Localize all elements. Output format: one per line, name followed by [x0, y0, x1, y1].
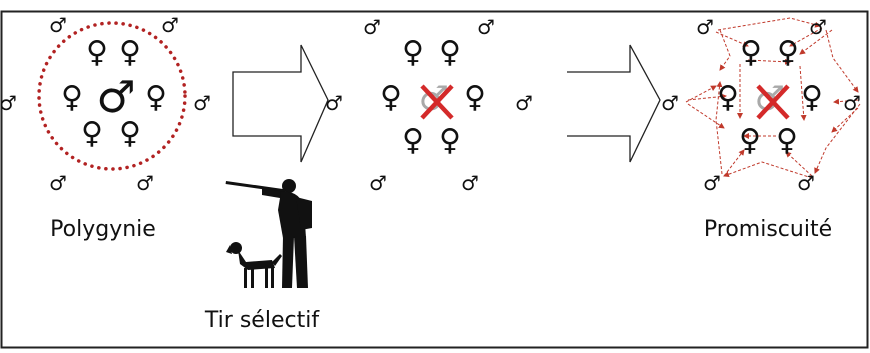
male-symbol: ♂	[49, 13, 67, 37]
male-symbol: ♂	[809, 15, 827, 39]
male-symbol: ♂	[461, 171, 479, 195]
male-symbol: ♂	[136, 171, 154, 195]
male-symbol: ♂	[363, 15, 381, 39]
transition-arrow-2	[567, 44, 661, 163]
male-symbol: ♂	[477, 15, 495, 39]
hunter-with-rifle-icon	[225, 179, 312, 288]
red-cross-line	[756, 84, 790, 120]
male-symbol: ♂	[696, 15, 714, 39]
female-symbol: ♀	[439, 123, 461, 158]
diagram-frame	[0, 10, 869, 349]
male-symbol: ♂	[161, 13, 179, 37]
female-symbol: ♀	[61, 80, 83, 115]
female-symbol: ♀	[86, 35, 108, 70]
female-symbol: ♀	[740, 35, 762, 70]
male-symbol: ♂	[843, 91, 861, 115]
mating-arrows	[685, 17, 861, 179]
label-polygynie: Polygynie	[50, 217, 156, 242]
male-symbol: ♂	[703, 171, 721, 195]
male-symbol: ♂	[369, 171, 387, 195]
male-symbol: ♂	[0, 91, 17, 115]
female-symbol: ♀	[402, 35, 424, 70]
female-symbol: ♀	[776, 123, 798, 158]
female-symbol: ♀	[380, 80, 402, 115]
male-symbol: ♂	[193, 91, 211, 115]
female-symbol: ♀	[402, 123, 424, 158]
female-symbol: ♀	[464, 80, 486, 115]
panel-polygyny: ♂ ♂ ♂ ♂ ♂ ♂ ♀ ♀ ♀ ♀ ♀ ♀ ♂ Polygynie	[0, 13, 211, 242]
female-symbol: ♀	[717, 80, 739, 115]
female-symbol: ♀	[119, 35, 141, 70]
male-symbol: ♂	[515, 91, 533, 115]
transition-arrow-1	[232, 44, 329, 163]
female-symbol: ♀	[801, 80, 823, 115]
female-symbol: ♀	[777, 35, 799, 70]
male-symbol: ♂	[325, 91, 343, 115]
female-symbol: ♀	[81, 116, 103, 151]
female-symbol: ♀	[145, 80, 167, 115]
label-promiscuite: Promiscuité	[704, 217, 832, 242]
dominant-male-symbol: ♂	[96, 72, 135, 123]
panel-after-harvest: ♂ ♂ ♂ ♂ ♂ ♂ ♀ ♀ ♀ ♀ ♀ ♀ ♂	[325, 15, 533, 195]
male-symbol: ♂	[661, 91, 679, 115]
female-symbol: ♀	[119, 116, 141, 151]
male-symbol: ♂	[797, 171, 815, 195]
harem-dotted-circle	[37, 21, 187, 171]
red-cross-line	[420, 84, 454, 120]
label-tir-selectif: Tir sélectif	[204, 308, 320, 333]
hunting-dog-icon	[226, 242, 282, 288]
male-symbol: ♂	[49, 171, 67, 195]
female-symbol: ♀	[739, 123, 761, 158]
female-symbol: ♀	[439, 35, 461, 70]
panel-promiscuity: ♂ ♂ ♂ ♂ ♂ ♂ ♀ ♀ ♀ ♀ ♀ ♀ ♂ Promiscuité	[661, 15, 861, 242]
